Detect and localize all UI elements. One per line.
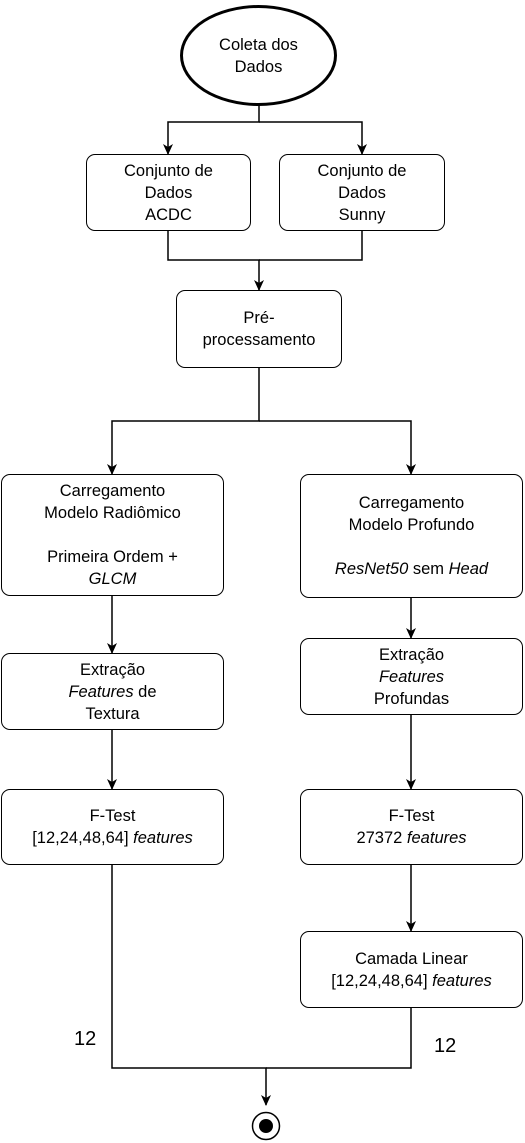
acdc-line1: Conjunto de [124, 161, 213, 180]
deep-line3-head: Head [448, 560, 489, 578]
sunny-line1: Conjunto de [317, 161, 407, 180]
ftest-right-values: 27372 [356, 829, 407, 847]
ftest-left-features: features [133, 829, 193, 847]
sunny-line2: Dados [338, 183, 386, 202]
node-acdc-dataset: Conjunto de Dados ACDC [86, 154, 251, 231]
node-deep-model: Carregamento Modelo Profundo ResNet50 se… [300, 474, 523, 598]
linear-line1: Camada Linear [355, 949, 468, 968]
edge-sunny-to-preproc [259, 230, 363, 261]
linear-features: features [432, 971, 492, 990]
start-line1: Coleta dos [219, 35, 298, 54]
edge-preproc-to-deep-model [259, 420, 416, 475]
edge-linear-to-end [266, 1007, 412, 1069]
acdc-line3: ACDC [145, 205, 192, 224]
texture-line2-features: Features [68, 682, 134, 701]
texture-line2-rest: de [133, 682, 157, 701]
linear-values: [12,24,48,64] [331, 971, 433, 990]
node-deep-extraction: Extração Features Profundas [300, 638, 523, 715]
ftest-right-features: features [406, 829, 467, 847]
node-ftest-right: F-Test 27372 features [300, 789, 523, 865]
acdc-line2: Dados [144, 183, 193, 202]
deep-line3-resnet: ResNet50 [334, 560, 409, 578]
edge-start-to-datasets [163, 105, 260, 155]
edge-ftest-left-to-end [111, 864, 271, 1106]
preproc-line2: processamento [202, 331, 316, 349]
radiomic-line1: Carregamento [59, 482, 166, 500]
edge-acdc-to-preproc [167, 230, 264, 291]
deep-line1: Carregamento [358, 494, 465, 512]
end-node-icon [251, 1111, 281, 1141]
start-node-coleta-dos-dados: Coleta dos Dados [180, 5, 337, 106]
ftest-right-line1: F-Test [388, 807, 435, 825]
linear-line2: [12,24,48,64] features [331, 970, 492, 992]
deep-extract-line1: Extração [378, 645, 445, 664]
deep-line2: Modelo Profundo [348, 516, 475, 534]
start-line2: Dados [234, 57, 283, 76]
edge-label-right: 12 [434, 1035, 457, 1057]
node-texture-extraction: Extração Features de Textura [1, 653, 224, 730]
radiomic-line3: Primeira Ordem + [47, 548, 178, 566]
ftest-left-line1: F-Test [89, 807, 136, 825]
edge-preproc-to-models [107, 368, 260, 475]
radiomic-line2: Modelo Radiômico [44, 504, 181, 522]
node-sunny-dataset: Conjunto de Dados Sunny [279, 154, 445, 231]
ftest-left-line2: [12,24,48,64] features [32, 827, 193, 849]
preproc-line1: Pré- [243, 309, 275, 327]
deep-line3-mid: sem [408, 560, 449, 578]
texture-line3: Textura [85, 704, 140, 723]
deep-extract-line3: Profundas [373, 689, 450, 708]
node-linear-layer: Camada Linear [12,24,48,64] features [300, 931, 523, 1008]
edge-label-left: 12 [74, 1028, 97, 1050]
edge-start-to-sunny [259, 121, 367, 155]
deep-line3: ResNet50 sem Head [335, 558, 488, 580]
ftest-right-line2: 27372 features [356, 827, 466, 849]
texture-line2: Features de [68, 681, 156, 703]
node-preprocessing: Pré- processamento [176, 290, 342, 368]
radiomic-line4: GLCM [88, 570, 137, 588]
node-ftest-left: F-Test [12,24,48,64] features [1, 789, 224, 865]
ftest-left-values: [12,24,48,64] [32, 829, 134, 847]
texture-line1: Extração [79, 660, 146, 679]
node-radiomic-model: Carregamento Modelo Radiômico Primeira O… [1, 474, 224, 596]
sunny-line3: Sunny [338, 205, 386, 224]
deep-extract-line2: Features [378, 667, 445, 686]
